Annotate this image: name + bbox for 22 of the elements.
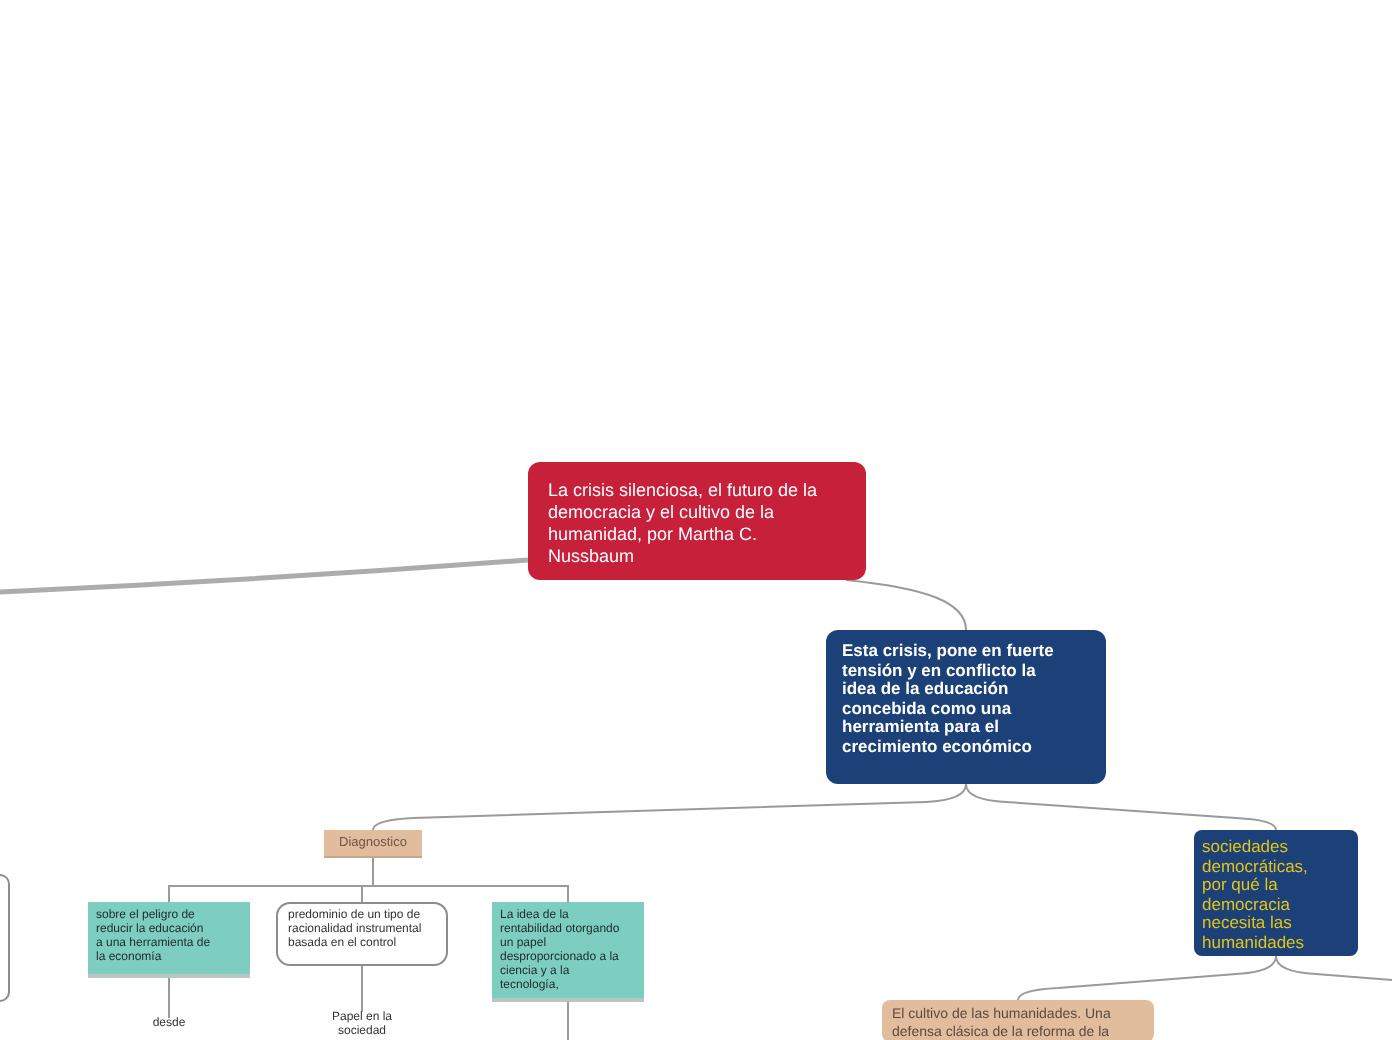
connector-line [1017, 955, 1277, 1001]
connector-line [372, 783, 967, 831]
subtopic-box [1194, 830, 1358, 956]
connector-line [844, 579, 967, 631]
connector-line [372, 857, 569, 903]
connector-line [361, 965, 363, 1013]
tag-box [324, 830, 422, 858]
note-box [882, 1000, 1154, 1040]
subtopic-text: sociedades democráticas, por qué la democracia necesita las humanidades [1202, 838, 1310, 952]
idea-box [88, 902, 250, 978]
partial-box [0, 874, 10, 1002]
topic-text: La crisis silenciosa, el futuro de la democracia y el cultivo de la humanidad, por Martha C. Nussbaum [548, 480, 820, 568]
connector-line [567, 1001, 569, 1040]
connector-line [965, 783, 1277, 831]
connector-line [168, 977, 170, 1019]
topic-box [528, 462, 866, 580]
subtopic-box [826, 630, 1106, 784]
idea-box [276, 902, 448, 966]
connector-line [1275, 955, 1392, 981]
subtopic-text: Esta crisis, pone en fuerte tensión y en conflicto la idea de la educación concebida como una herramienta para el crecimiento económico [842, 642, 1056, 756]
idea-box [492, 902, 644, 1002]
connector-line [0, 557, 529, 595]
